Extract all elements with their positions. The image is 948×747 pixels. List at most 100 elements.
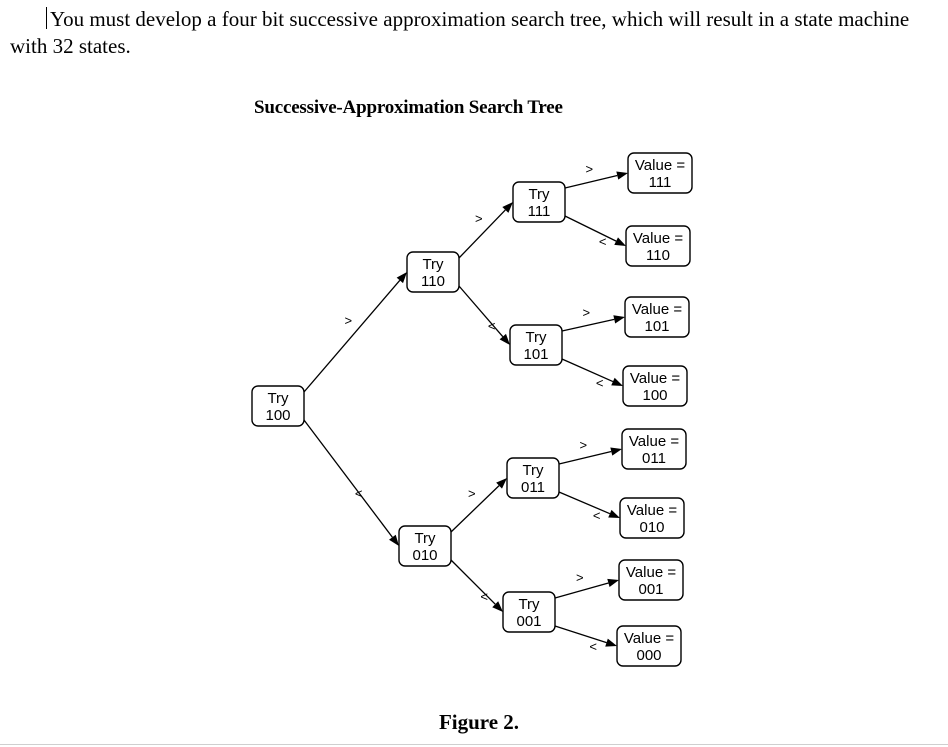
- node-v000: Value =000: [616, 625, 682, 667]
- node-box: [512, 181, 566, 223]
- node-v111: Value =111: [627, 152, 693, 194]
- edge-label: >: [583, 305, 591, 320]
- edge-n111-v111: [564, 174, 618, 189]
- edge-n010-n011: [450, 485, 500, 533]
- edges-layer: ><><><><><><><: [303, 161, 628, 654]
- edge-n101-v101: [561, 318, 615, 332]
- arrowhead-icon: [605, 638, 617, 647]
- edge-label: >: [586, 161, 594, 176]
- intro-text: You must develop a four bit successive a…: [10, 7, 910, 58]
- arrowhead-icon: [502, 202, 513, 213]
- arrowhead-icon: [613, 315, 625, 324]
- edge-n110-n111: [458, 209, 506, 259]
- arrowhead-icon: [614, 237, 626, 246]
- node-label-line2: 110: [646, 247, 670, 264]
- node-v010: Value =010: [619, 497, 685, 539]
- edge-label: <: [593, 508, 601, 523]
- node-box: [506, 457, 560, 499]
- node-v001: Value =001: [618, 559, 684, 601]
- node-label-line2: 000: [636, 647, 661, 664]
- edge-n011-v011: [558, 450, 612, 465]
- edge-label: <: [589, 639, 597, 654]
- edge-n010-n001: [450, 559, 496, 605]
- node-label-line1: Try: [267, 390, 289, 407]
- node-v100: Value =100: [622, 365, 688, 407]
- node-label-line2: 100: [265, 407, 290, 424]
- node-label-line1: Value =: [632, 301, 682, 318]
- node-label-line1: Try: [518, 596, 540, 613]
- node-label-line2: 111: [528, 203, 551, 220]
- arrowhead-icon: [389, 534, 399, 546]
- edge-label: >: [475, 211, 483, 226]
- node-label-line1: Try: [525, 329, 547, 346]
- node-label-line1: Try: [414, 530, 436, 547]
- node-box: [624, 296, 690, 338]
- diagram-title: Successive-Approximation Search Tree: [254, 97, 563, 118]
- node-label-line1: Try: [528, 186, 550, 203]
- node-label-line2: 010: [639, 519, 664, 536]
- edge-n110-n101: [458, 285, 504, 338]
- edge-n011-v010: [558, 491, 611, 515]
- node-box: [622, 365, 688, 407]
- figure-caption: Figure 2.: [438, 710, 520, 734]
- arrowhead-icon: [611, 377, 623, 386]
- edge-label: <: [599, 234, 607, 249]
- node-label-line2: 101: [523, 346, 548, 363]
- edge-n101-v100: [561, 358, 614, 383]
- node-label-line2: 111: [649, 174, 672, 191]
- edge-label: >: [345, 313, 353, 328]
- node-v101: Value =101: [624, 296, 690, 338]
- edge-n100-n110: [303, 279, 401, 393]
- edge-n001-v000: [554, 625, 607, 644]
- node-box: [509, 324, 563, 366]
- node-v011: Value =011: [621, 428, 687, 470]
- node-box: [618, 559, 684, 601]
- node-label-line2: 011: [521, 479, 545, 496]
- edge-n001-v001: [554, 582, 609, 599]
- node-label-line2: 010: [412, 547, 437, 564]
- arrowhead-icon: [496, 478, 507, 489]
- edge-label: <: [488, 319, 496, 334]
- node-box: [616, 625, 682, 667]
- edge-label: <: [596, 376, 604, 391]
- edge-label: >: [576, 570, 584, 585]
- node-box: [619, 497, 685, 539]
- node-label-line1: Try: [422, 256, 444, 273]
- edge-n100-n010: [303, 419, 393, 538]
- node-label-line2: 001: [638, 581, 663, 598]
- arrowhead-icon: [499, 333, 510, 345]
- node-box: [398, 525, 452, 567]
- arrowhead-icon: [492, 601, 503, 612]
- node-box: [502, 591, 556, 633]
- node-label-line2: 101: [644, 318, 669, 335]
- node-label-line2: 011: [642, 450, 666, 467]
- node-label-line1: Value =: [626, 564, 676, 581]
- node-box: [627, 152, 693, 194]
- arrowhead-icon: [616, 171, 628, 180]
- node-label-line1: Value =: [624, 630, 674, 647]
- node-label-line2: 001: [516, 613, 541, 630]
- node-v110: Value =110: [625, 225, 691, 267]
- node-label-line1: Value =: [629, 433, 679, 450]
- edge-n111-v110: [564, 215, 617, 242]
- arrowhead-icon: [607, 578, 619, 588]
- text-cursor: [46, 7, 47, 29]
- node-label-line1: Try: [522, 462, 544, 479]
- node-label-line2: 110: [421, 273, 445, 290]
- node-box: [251, 385, 305, 427]
- edge-label: >: [580, 437, 588, 452]
- intro-paragraph: You must develop a four bit successive a…: [10, 6, 930, 60]
- node-label-line1: Value =: [633, 230, 683, 247]
- node-box: [625, 225, 691, 267]
- arrowhead-icon: [608, 509, 620, 518]
- arrowhead-icon: [610, 447, 622, 456]
- edge-label: >: [468, 486, 476, 501]
